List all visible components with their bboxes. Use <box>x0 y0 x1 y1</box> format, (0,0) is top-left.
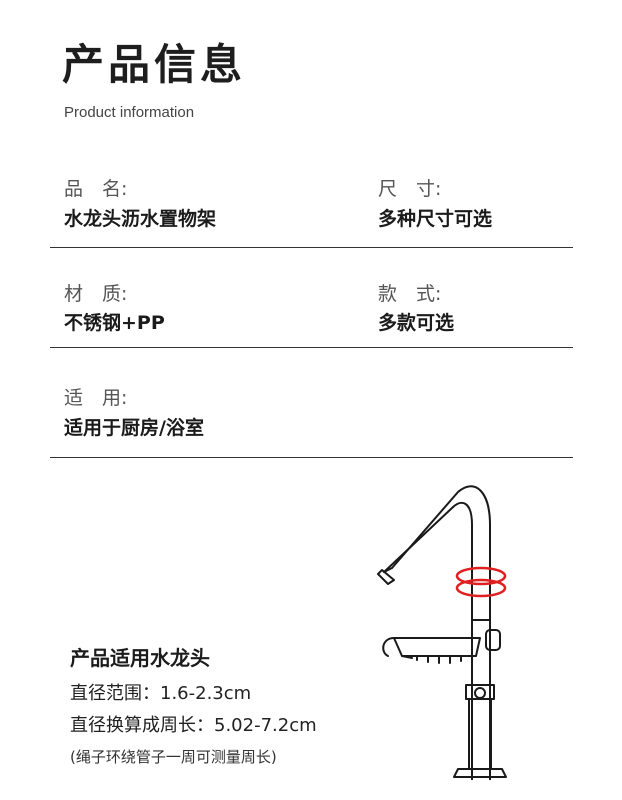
page-title: 产品信息 <box>62 40 247 89</box>
fit-title: 产品适用水龙头 <box>70 646 210 670</box>
divider-1 <box>50 247 573 248</box>
size-label: 尺 寸: <box>378 178 442 200</box>
divider-2 <box>50 347 573 348</box>
diameter-range: 直径范围：1.6-2.3cm <box>70 683 252 704</box>
size-value: 多种尺寸可选 <box>378 208 493 230</box>
use-label: 适 用: <box>64 387 128 409</box>
circumference-range: 直径换算成周长：5.02-7.2cm <box>70 715 317 736</box>
page-subtitle: Product information <box>64 104 195 121</box>
measure-ring-icon <box>455 578 507 598</box>
style-value: 多款可选 <box>378 312 455 334</box>
name-label: 品 名: <box>64 178 128 200</box>
measure-note: (绳子环绕管子一周可测量周长) <box>70 748 277 766</box>
faucet-with-rack-icon <box>372 480 572 784</box>
measure-ring-icon <box>455 566 507 586</box>
use-value: 适用于厨房/浴室 <box>64 417 204 439</box>
material-label: 材 质: <box>64 283 128 305</box>
style-label: 款 式: <box>378 283 442 305</box>
material-value: 不锈钢+PP <box>64 312 165 334</box>
divider-3 <box>50 457 573 458</box>
name-value: 水龙头沥水置物架 <box>64 208 217 230</box>
